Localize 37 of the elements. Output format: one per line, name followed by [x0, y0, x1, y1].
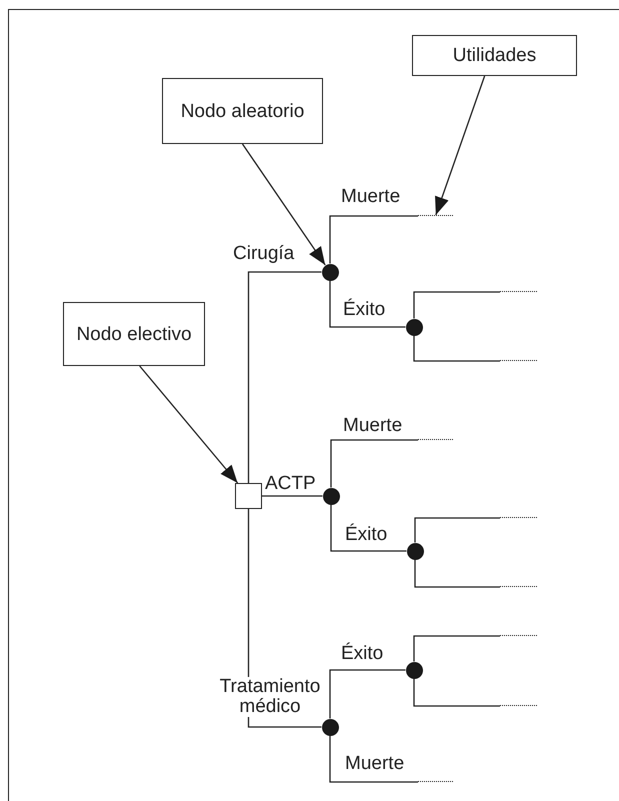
decision-square	[235, 483, 262, 509]
dotted-line	[500, 291, 537, 293]
chance-node-dot	[322, 488, 340, 504]
branch-line	[414, 517, 500, 542]
dotted-line	[418, 439, 453, 441]
arrow	[435, 76, 486, 216]
chance-node-dot	[406, 662, 422, 678]
edge-label: Cirugía	[232, 244, 296, 264]
arrow	[139, 366, 238, 484]
arrow	[242, 144, 326, 266]
chance-node-dot	[406, 318, 422, 336]
branch-line	[329, 280, 406, 328]
text-box: Utilidades	[412, 35, 577, 76]
branch-line	[413, 678, 500, 707]
branch-line	[329, 215, 418, 264]
dotted-line	[500, 705, 537, 707]
dotted-line	[500, 360, 537, 362]
dotted-line	[418, 781, 453, 783]
branch-line	[329, 736, 418, 783]
branch-line	[329, 669, 406, 718]
branch-line	[414, 560, 500, 588]
dotted-line	[500, 635, 537, 637]
text-box: Nodo aleatorio	[162, 78, 323, 144]
branch-line	[413, 336, 500, 362]
branch-line	[330, 439, 418, 488]
branch-line	[413, 291, 500, 318]
dotted-line	[500, 586, 537, 588]
dotted-line	[418, 215, 453, 217]
branch-line	[330, 504, 406, 552]
branch-line	[248, 271, 322, 483]
branch-line	[262, 495, 322, 497]
chance-node-dot	[322, 718, 338, 736]
dotted-line	[500, 517, 537, 519]
chance-node-dot	[322, 264, 338, 280]
text-box: Nodo electivo	[63, 302, 205, 366]
chance-node-dot	[406, 542, 424, 560]
branch-line	[413, 635, 500, 662]
